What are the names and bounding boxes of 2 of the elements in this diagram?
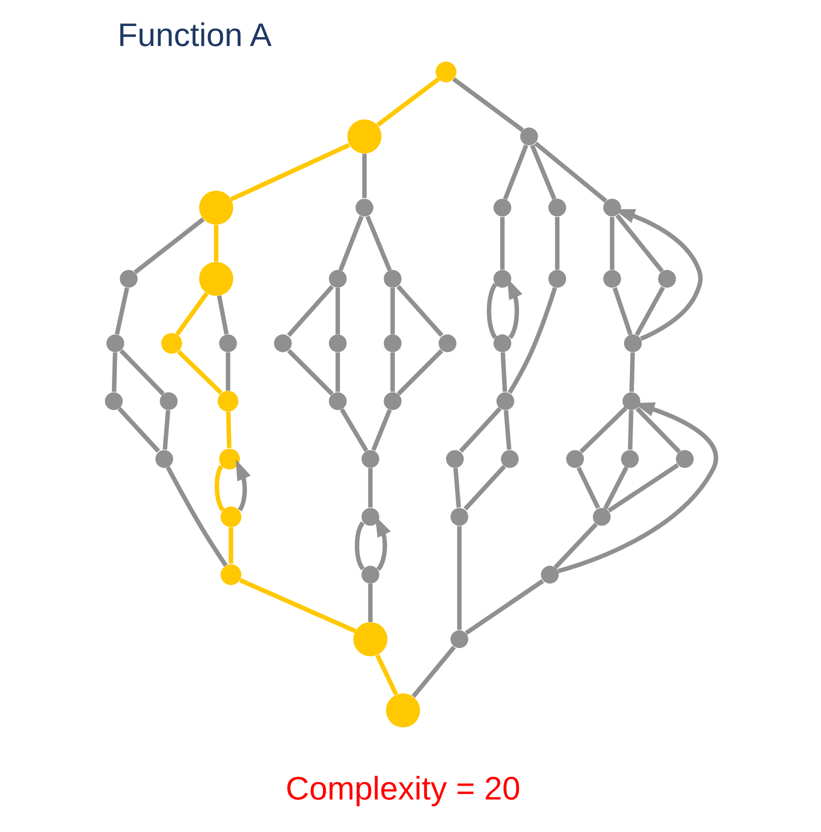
- diagram-title: Function A: [118, 16, 272, 54]
- label: Complexity = 20: [286, 770, 520, 807]
